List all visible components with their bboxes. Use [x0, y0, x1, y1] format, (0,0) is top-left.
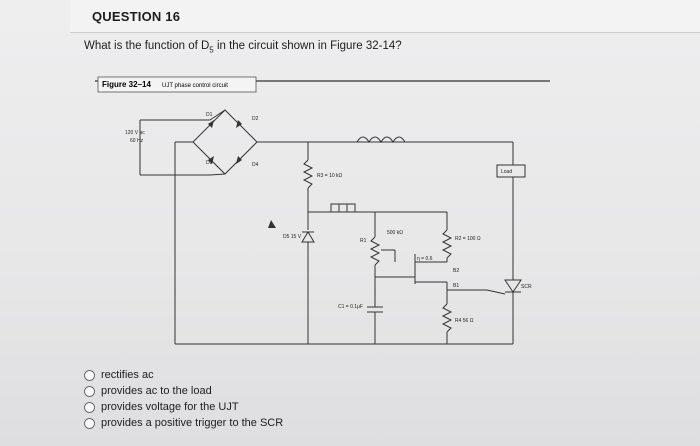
question-text-start: What is the function of D: [84, 40, 210, 52]
label-b1: B1: [453, 283, 459, 289]
question-text: What is the function of D5 in the circui…: [84, 40, 402, 54]
radio-button[interactable]: [84, 401, 95, 413]
label-r4: R4 56 Ω: [455, 318, 474, 324]
label-source-frequency: 60 Hz: [130, 138, 144, 144]
label-scr: SCR: [521, 284, 532, 290]
answer-label: rectifies ac: [101, 369, 154, 381]
radio-button[interactable]: [84, 369, 95, 381]
answer-options: rectifies ac provides ac to the load pro…: [84, 367, 283, 431]
answer-option[interactable]: provides voltage for the UJT: [84, 399, 283, 415]
label-b2: B2: [453, 268, 459, 274]
answer-label: provides ac to the load: [101, 385, 212, 397]
figure-caption-title: UJT phase control circuit: [162, 83, 228, 89]
question-header: [70, 0, 700, 33]
label-c1: C1 = 0.1μF: [338, 304, 363, 310]
label-r2: R2 = 100 Ω: [455, 236, 481, 242]
answer-option[interactable]: provides ac to the load: [84, 383, 283, 399]
question-title: QUESTION 16: [92, 9, 181, 24]
label-r1-value: 500 kΩ: [387, 230, 403, 236]
answer-label: provides voltage for the UJT: [101, 401, 239, 413]
answer-option[interactable]: provides a positive trigger to the SCR: [84, 415, 283, 431]
label-load: Load: [501, 169, 512, 175]
label-d2: D2: [252, 116, 259, 122]
figure-caption-number: Figure 32–14: [102, 80, 151, 89]
label-r3: R3 = 10 kΩ: [317, 173, 343, 179]
answer-label: provides a positive trigger to the SCR: [101, 417, 284, 429]
circuit-figure: Figure 32–14 UJT phase control circuit: [95, 76, 550, 345]
question-text-subscript: 5: [209, 45, 214, 55]
label-d4: D4: [252, 162, 259, 168]
answer-option[interactable]: rectifies ac: [84, 367, 283, 383]
label-d5: D5 15 V: [283, 234, 302, 240]
radio-button[interactable]: [84, 417, 95, 429]
label-d1: D1: [206, 112, 213, 118]
radio-button[interactable]: [84, 385, 95, 397]
label-d3: D3: [206, 160, 213, 166]
label-source-voltage: 120 V ac: [125, 130, 145, 136]
label-eta: η = 0.6: [417, 256, 433, 262]
label-r1: R1: [360, 238, 367, 244]
question-text-end: in the circuit shown in Figure 32-14?: [213, 40, 402, 52]
